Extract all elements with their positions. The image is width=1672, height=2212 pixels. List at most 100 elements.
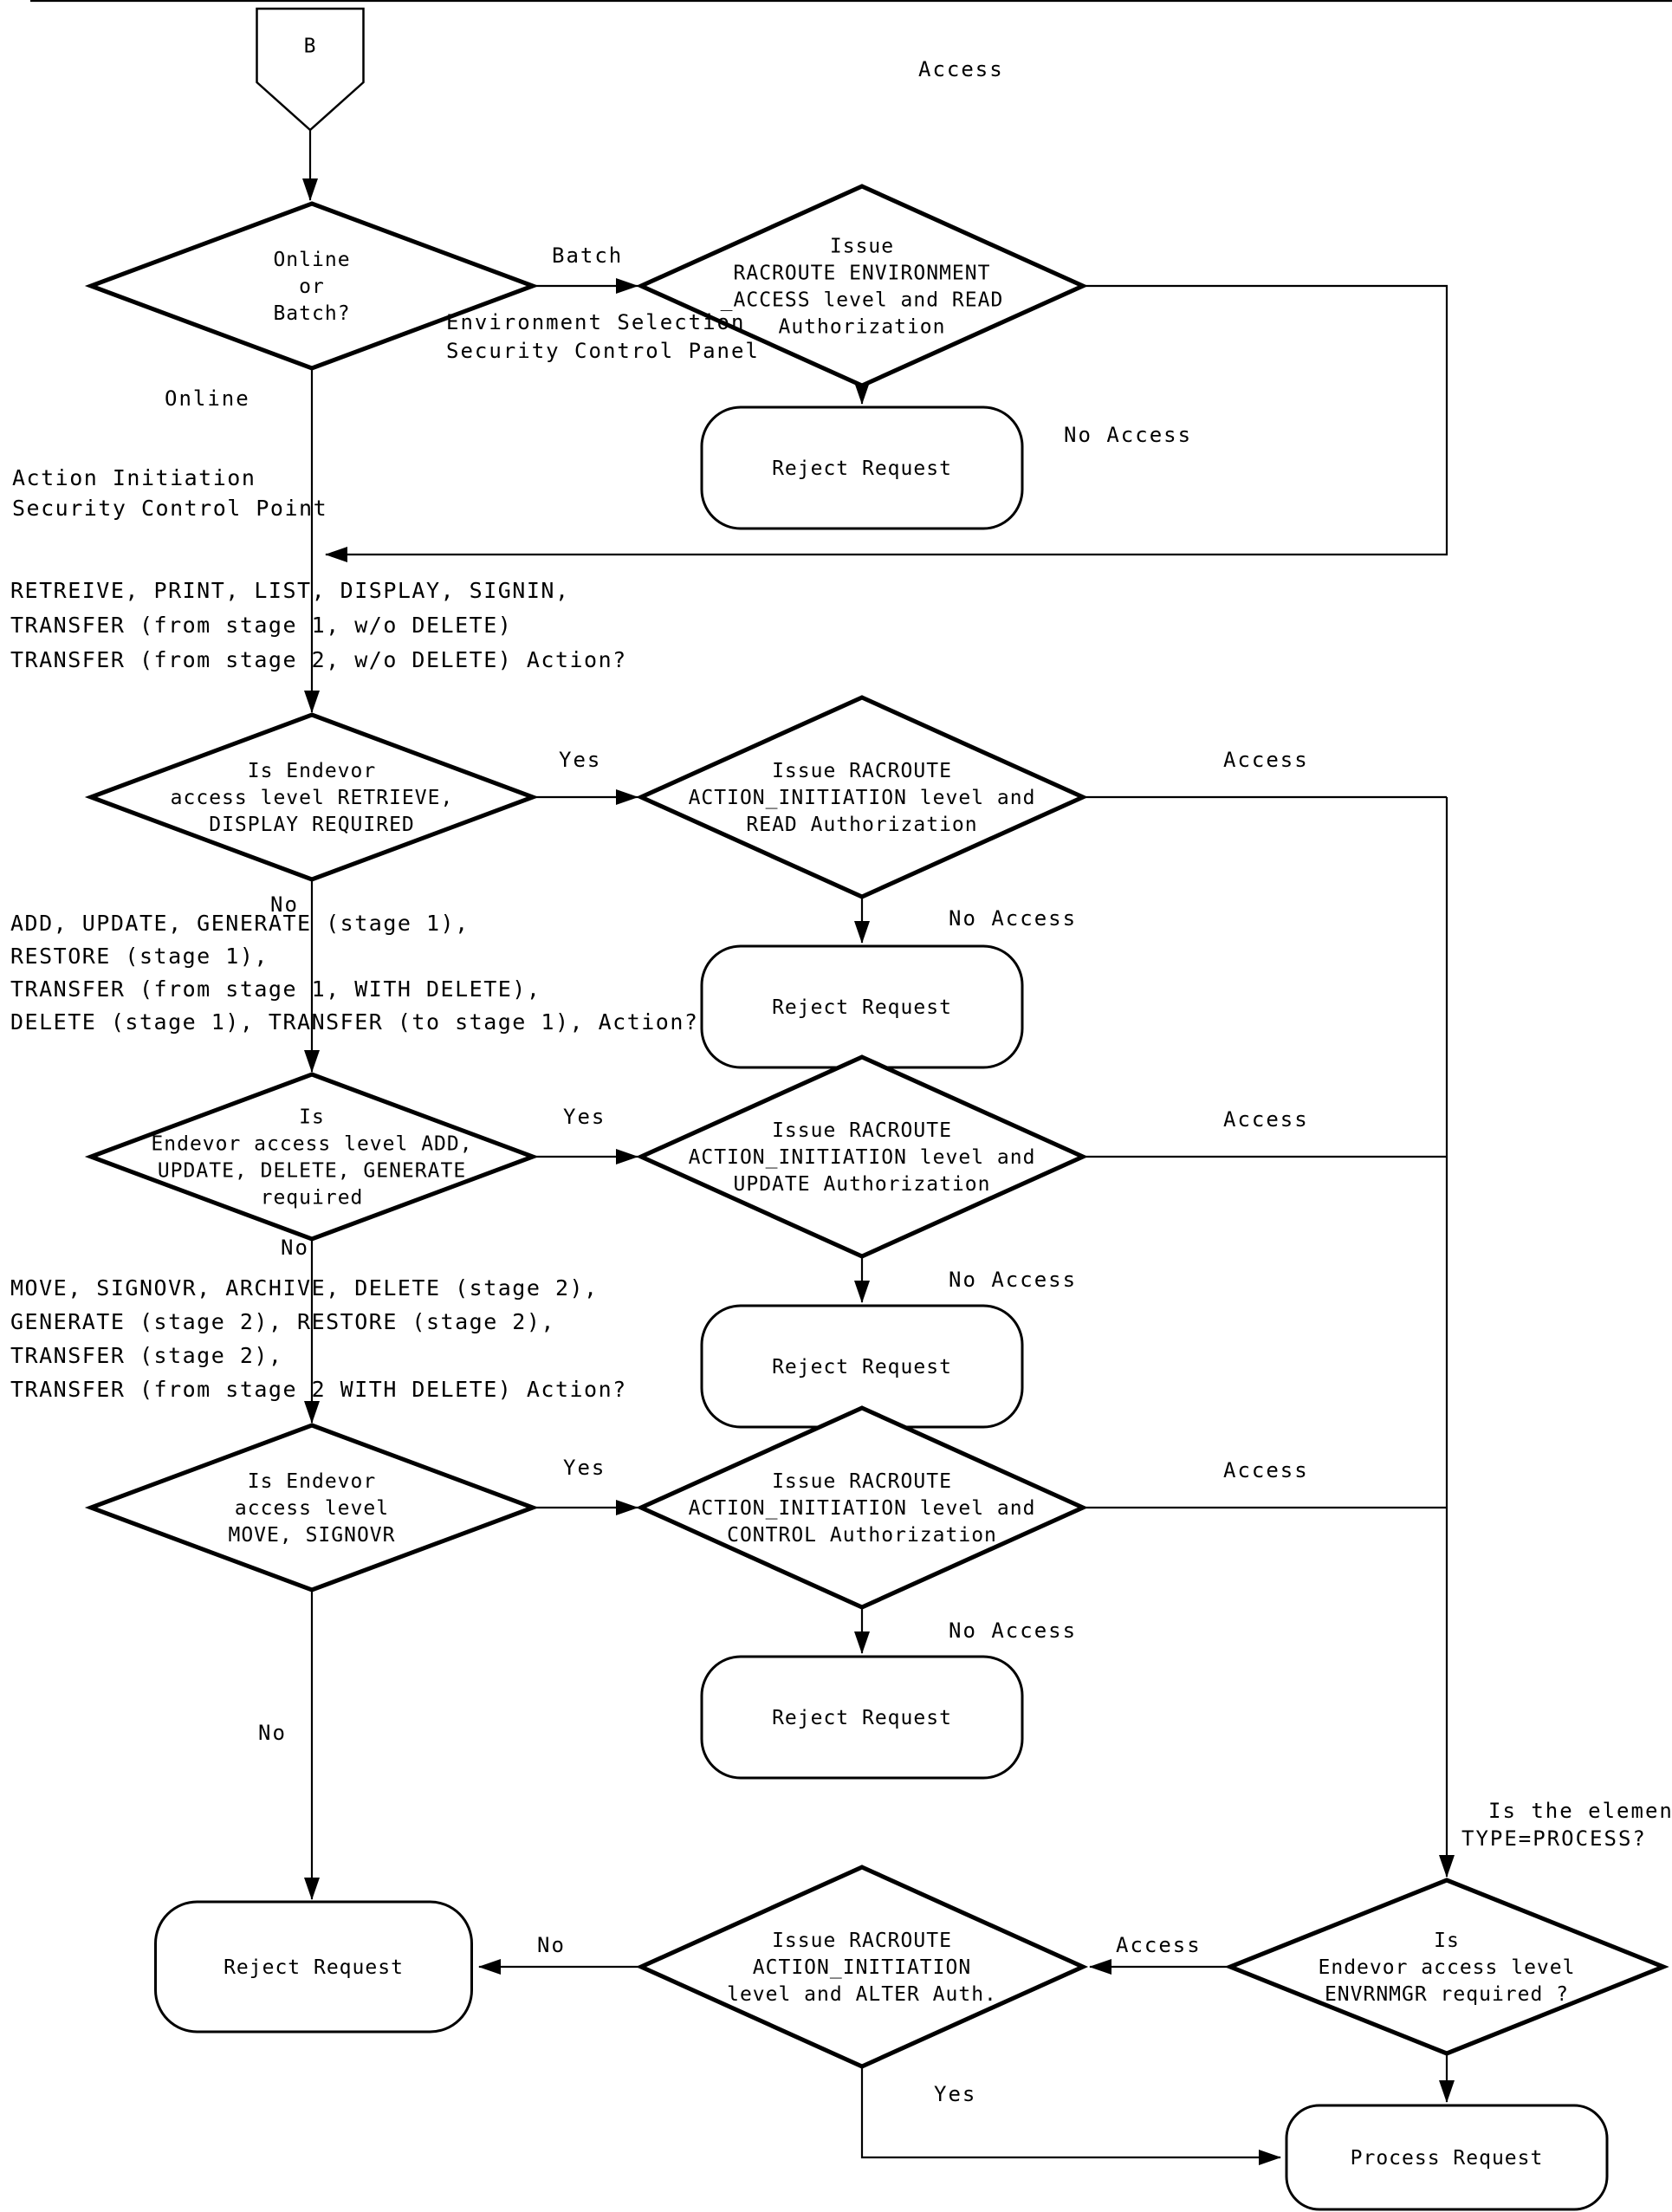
decision-racroute-environment-access-line-0: Issue: [830, 236, 894, 258]
terminal-reject-request-2-line-0: Reject Request: [772, 996, 952, 1019]
label-actions-3-line2: GENERATE (stage 2), RESTORE (stage 2),: [10, 1309, 555, 1334]
decision-racroute-action-initiation-update-line-2: UPDATE Authorization: [734, 1173, 991, 1196]
terminal-reject-request-4-shape: [700, 1655, 1024, 1780]
label-actions-2-line3: TRANSFER (from stage 1, WITH DELETE),: [10, 976, 541, 1002]
decision-access-level-add-update-line-2: UPDATE, DELETE, GENERATE: [158, 1160, 466, 1183]
label-actions-2-line1: ADD, UPDATE, GENERATE (stage 1),: [10, 911, 470, 936]
decision-access-level-retrieve-display-line-1: access level RETRIEVE,: [171, 787, 454, 809]
label-environment-selection-2: Security Control Panel: [446, 339, 760, 363]
decision-racroute-environment-access-line-2: _ACCESS level and READ: [721, 289, 1004, 312]
label-actions-1-line2: TRANSFER (from stage 1, w/o DELETE): [10, 613, 512, 638]
terminal-reject-request-3: Reject Request: [700, 1304, 1024, 1429]
decision-racroute-environment-access-line-3: Authorization: [778, 316, 945, 339]
decision-access-level-retrieve-display-shape: [84, 712, 540, 882]
offpage-connector-b-shape: [256, 7, 365, 132]
decision-access-level-retrieve-display-line-0: Is Endevor: [248, 760, 376, 782]
label-no-access-1: No Access: [1064, 423, 1192, 447]
decision-online-or-batch-shape: [84, 201, 540, 371]
terminal-reject-request-2-label: Reject Request: [772, 996, 952, 1019]
decision-racroute-action-initiation-read-shape: [635, 695, 1089, 899]
label-actions-1-line3: TRANSFER (from stage 2, w/o DELETE) Acti…: [10, 647, 627, 672]
decision-racroute-action-initiation-control-line-2: CONTROL Authorization: [727, 1524, 997, 1547]
terminal-reject-request-1-line-0: Reject Request: [772, 457, 952, 480]
label-yes-2: Yes: [559, 748, 601, 772]
decision-racroute-environment-access-line-1: RACROUTE ENVIRONMENT: [734, 263, 991, 285]
edge-alter-yes-to-process: [860, 2066, 1281, 2165]
label-access-3: Access: [1223, 1107, 1309, 1132]
label-access-2: Access: [1223, 748, 1309, 772]
decision-access-level-move-signovr-shape: [84, 1423, 540, 1593]
label-access-top: Access: [918, 57, 1004, 81]
decision-access-level-add-update-shape: [84, 1072, 540, 1242]
decision-racroute-action-initiation-update: Issue RACROUTE ACTION_INITIATION level an…: [635, 1054, 1089, 1259]
terminal-reject-request-1: Reject Request: [700, 405, 1024, 530]
decision-racroute-action-initiation-read: Issue RACROUTE ACTION_INITIATION level an…: [635, 695, 1089, 899]
decision-racroute-action-initiation-update-line-0: Issue RACROUTE: [772, 1119, 952, 1142]
decision-racroute-action-initiation-read-line-2: READ Authorization: [746, 814, 977, 836]
terminal-reject-request-4-line-0: Reject Request: [772, 1707, 952, 1729]
label-action-initiation-2: Security Control Point: [12, 496, 327, 521]
decision-access-level-retrieve-display-line-2: DISPLAY REQUIRED: [209, 814, 415, 836]
terminal-reject-request-bottom-label: Reject Request: [224, 1956, 404, 1979]
decision-access-level-move-signovr-line-2: MOVE, SIGNOVR: [228, 1524, 395, 1547]
label-yes-4: Yes: [563, 1456, 606, 1480]
decision-racroute-action-initiation-control-label: Issue RACROUTE ACTION_INITIATION level an…: [689, 1470, 1036, 1547]
decision-racroute-action-initiation-control-line-1: ACTION_INITIATION level and: [689, 1497, 1036, 1520]
decision-racroute-action-initiation-read-line-0: Issue RACROUTE: [772, 760, 952, 782]
decision-racroute-action-initiation-alter-line-0: Issue RACROUTE: [772, 1930, 952, 1952]
terminal-process-request-shape: [1285, 2104, 1609, 2211]
offpage-connector-b: B: [256, 7, 365, 132]
decision-online-or-batch-line-1: or: [299, 276, 325, 298]
terminal-reject-request-4-label: Reject Request: [772, 1707, 952, 1729]
decision-racroute-action-initiation-control-line-0: Issue RACROUTE: [772, 1470, 952, 1493]
decision-racroute-action-initiation-alter-shape: [635, 1865, 1089, 2069]
label-no-access-3: No Access: [949, 1268, 1077, 1292]
label-yes-3: Yes: [563, 1105, 606, 1129]
decision-racroute-action-initiation-control-shape: [635, 1405, 1089, 1610]
terminal-process-request-line-0: Process Request: [1351, 2147, 1544, 2170]
label-actions-3-line4: TRANSFER (from stage 2 WITH DELETE) Acti…: [10, 1377, 627, 1402]
label-batch: Batch: [552, 243, 623, 268]
decision-access-level-add-update-line-3: required: [261, 1187, 364, 1210]
label-environment-selection-1: Environment Selection: [446, 310, 745, 334]
terminal-reject-request-1-label: Reject Request: [772, 457, 952, 480]
label-type-process-1: Is the element: [1488, 1799, 1672, 1823]
label-action-initiation-1: Action Initiation: [12, 465, 256, 490]
edge-env-access-return-loop: [325, 284, 1448, 562]
label-online: Online: [165, 386, 250, 411]
decision-racroute-environment-access-shape: [635, 184, 1089, 388]
decision-online-or-batch-line-0: Online: [273, 249, 350, 271]
terminal-process-request: Process Request: [1285, 2104, 1609, 2211]
decision-access-level-add-update-line-0: Is: [299, 1106, 325, 1129]
terminal-reject-request-bottom: Reject Request: [154, 1900, 473, 2034]
label-no-3: No: [281, 1236, 309, 1260]
decision-envrnmgr-required-line-2: ENVRNMGR required ?: [1325, 1983, 1569, 2006]
decision-envrnmgr-required-shape: [1224, 1878, 1669, 2056]
decision-access-level-move-signovr-line-0: Is Endevor: [248, 1470, 376, 1493]
decision-racroute-action-initiation-read-label: Issue RACROUTE ACTION_INITIATION level an…: [689, 760, 1036, 836]
decision-racroute-action-initiation-read-line-1: ACTION_INITIATION level and: [689, 787, 1036, 809]
decision-racroute-action-initiation-update-label: Issue RACROUTE ACTION_INITIATION level an…: [689, 1119, 1036, 1196]
label-no-access-4: No Access: [949, 1618, 1077, 1643]
terminal-reject-request-1-shape: [700, 405, 1024, 530]
label-actions-3-line1: MOVE, SIGNOVR, ARCHIVE, DELETE (stage 2)…: [10, 1275, 599, 1301]
decision-envrnmgr-required-line-0: Is: [1434, 1930, 1460, 1952]
decision-racroute-action-initiation-update-shape: [635, 1054, 1089, 1259]
label-actions-2-line2: RESTORE (stage 1),: [10, 944, 269, 969]
decision-access-level-move-signovr-line-1: access level: [235, 1497, 389, 1520]
decision-access-level-retrieve-display: Is Endevor access level RETRIEVE, DISPLAY …: [84, 712, 540, 882]
decision-racroute-action-initiation-update-line-1: ACTION_INITIATION level and: [689, 1146, 1036, 1169]
terminal-reject-request-bottom-line-0: Reject Request: [224, 1956, 404, 1979]
